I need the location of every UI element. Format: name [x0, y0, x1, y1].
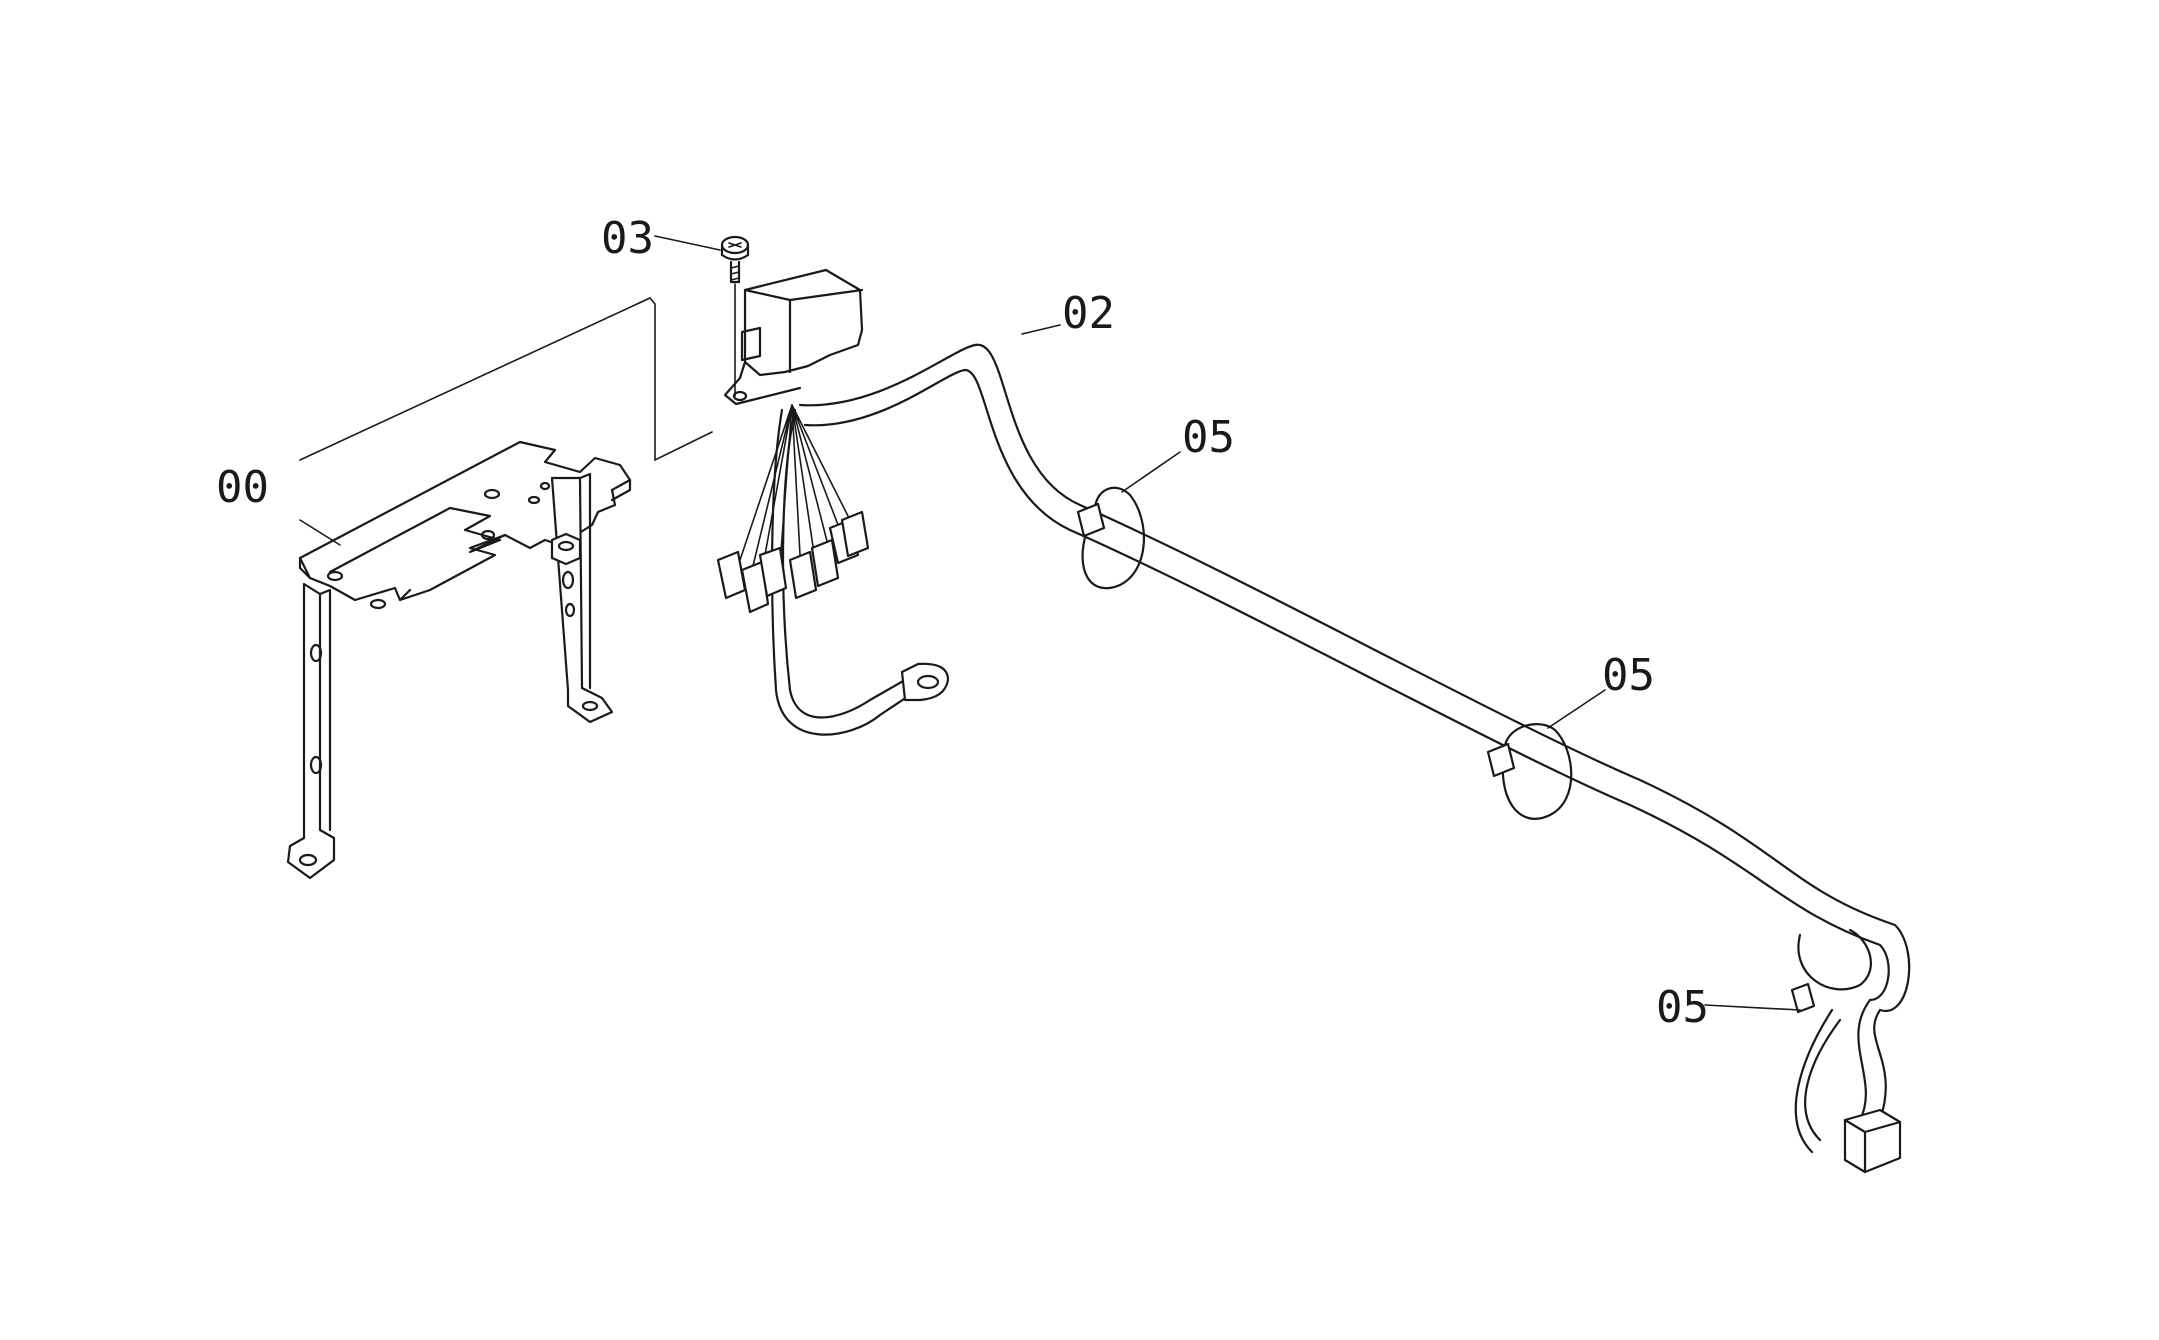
callout-02: 02: [1062, 288, 1115, 339]
callout-03: 03: [601, 213, 654, 264]
leader-lines: [299, 235, 1801, 1011]
callout-05-upper: 05: [1182, 412, 1235, 463]
cable-clamp-3: [1790, 928, 1872, 1014]
callout-05-lower: 05: [1656, 982, 1709, 1033]
cable-clamp-1: [1076, 486, 1146, 590]
callout-00: 00: [216, 462, 269, 513]
mounting-bracket: [286, 440, 632, 880]
cable-clamp-2: [1486, 723, 1573, 820]
connector-block: [723, 268, 864, 406]
callout-05-middle: 05: [1602, 650, 1655, 701]
wire-harness: [716, 343, 1911, 1174]
screw: [720, 235, 750, 397]
